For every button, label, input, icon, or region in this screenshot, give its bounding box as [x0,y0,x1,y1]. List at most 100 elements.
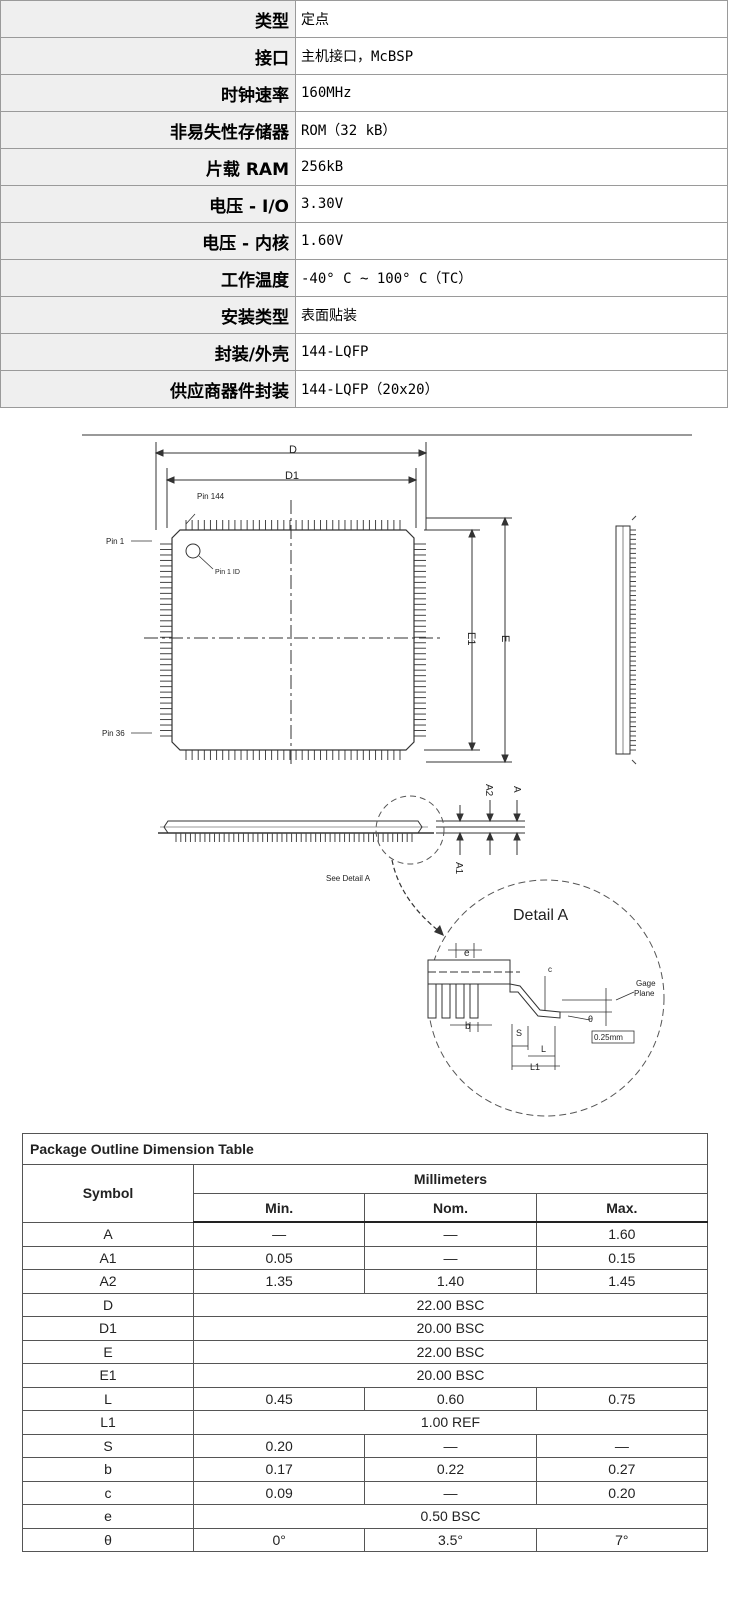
dimension-table: Package Outline Dimension Table Symbol M… [22,1133,709,1552]
spec-value: 表面贴装 [295,296,728,334]
label-a1: A1 [453,862,464,875]
dimension-symbol: θ [22,1527,194,1552]
label-e1: E1 [465,632,477,645]
dimension-e1 [424,528,480,752]
dimension-symbol: A2 [22,1269,194,1294]
dimension-table-container: Package Outline Dimension Table Symbol M… [22,1133,709,1552]
spec-key: 安装类型 [0,296,296,334]
spec-key: 类型 [0,0,296,38]
label-a: A [511,786,522,793]
label-b: b [465,1021,471,1032]
package-body-top-view [171,529,415,751]
spec-value: 定点 [295,0,728,38]
side-view-bottom-pins [175,833,413,842]
label-l: L [541,1044,546,1054]
spec-key: 封装/外壳 [0,333,296,371]
dimension-nom: — [364,1245,537,1270]
dimension-max: 7° [535,1527,709,1552]
side-view-bottom [158,820,434,834]
label-gage-dim: 0.25mm [594,1033,623,1042]
dimension-e [426,516,512,764]
dimension-symbol: E [22,1339,194,1364]
spec-key: 电压 - 内核 [0,222,296,260]
dimension-value-span: 22.00 BSC [193,1339,708,1364]
spec-row: 安装类型表面贴装 [0,296,728,334]
spec-key: 片载 RAM [0,148,296,186]
dimension-max: 0.20 [535,1480,709,1505]
spec-value: 144-LQFP [295,333,728,371]
dimension-nom: — [364,1221,537,1247]
dimension-min: 0.09 [192,1480,366,1505]
dimension-symbol: S [22,1433,194,1458]
side-view-right [615,515,637,765]
spec-value: 主机接口，McBSP [295,37,728,75]
dimension-nom: 0.22 [364,1457,537,1482]
millimeters-header: Millimeters [193,1164,708,1194]
dimension-symbol: L [22,1386,194,1411]
spec-row: 接口主机接口，McBSP [0,37,728,75]
label-d: D [289,444,297,456]
dimension-min: 0.45 [192,1386,366,1411]
dimension-min: 0.20 [192,1433,366,1458]
dimension-symbol: E1 [22,1363,194,1388]
spec-row: 工作温度-40° C ~ 100° C（TC） [0,259,728,297]
dimension-value-span: 20.00 BSC [193,1363,708,1388]
detail-a-title: Detail A [513,907,568,924]
label-see-detail-a: See Detail A [326,874,371,883]
max-header: Max. [535,1193,709,1223]
label-pin1: Pin 1 [106,537,125,546]
dimension-max: 1.60 [535,1221,709,1247]
detail-a-callout-circle [375,795,445,865]
detail-a-body [427,959,561,1019]
label-e-pitch: e [464,948,470,959]
dimension-min: 1.35 [192,1269,366,1294]
dimension-symbol: D1 [22,1316,194,1341]
label-plane: Plane [634,989,655,998]
spec-key: 工作温度 [0,259,296,297]
label-theta: θ [588,1014,593,1024]
dimension-d1 [165,468,418,528]
label-s: S [516,1028,522,1038]
spec-key: 非易失性存储器 [0,111,296,149]
dimension-nom: 3.5° [364,1527,537,1552]
dimension-a [436,800,525,855]
detail-a-circle [427,879,665,1117]
label-c: c [548,965,552,974]
pin1-id-marker [185,543,201,559]
label-pin144: Pin 144 [197,492,225,501]
label-pin1-id: Pin 1 ID [215,569,240,576]
spec-value: -40° C ~ 100° C（TC） [295,259,728,297]
dimension-max: — [535,1433,709,1458]
dimension-min: — [192,1221,366,1247]
spec-key: 供应商器件封装 [0,370,296,408]
symbol-header: Symbol [22,1164,194,1223]
dimension-nom: — [364,1433,537,1458]
dimension-min: 0.05 [192,1245,366,1270]
detail-a-dims [448,943,612,1070]
dimension-value-span: 20.00 BSC [193,1316,708,1341]
dimension-symbol: D [22,1292,194,1317]
dimension-symbol: A1 [22,1245,194,1270]
detail-a-leads [427,983,479,1019]
spec-value: 160MHz [295,74,728,112]
package-outline-drawing: D D1 Pin 1 ID Pin 144 Pin 1 Pin 36 E1 E [82,434,692,1117]
dimension-max: 0.75 [535,1386,709,1411]
dimension-table-title: Package Outline Dimension Table [22,1133,708,1165]
